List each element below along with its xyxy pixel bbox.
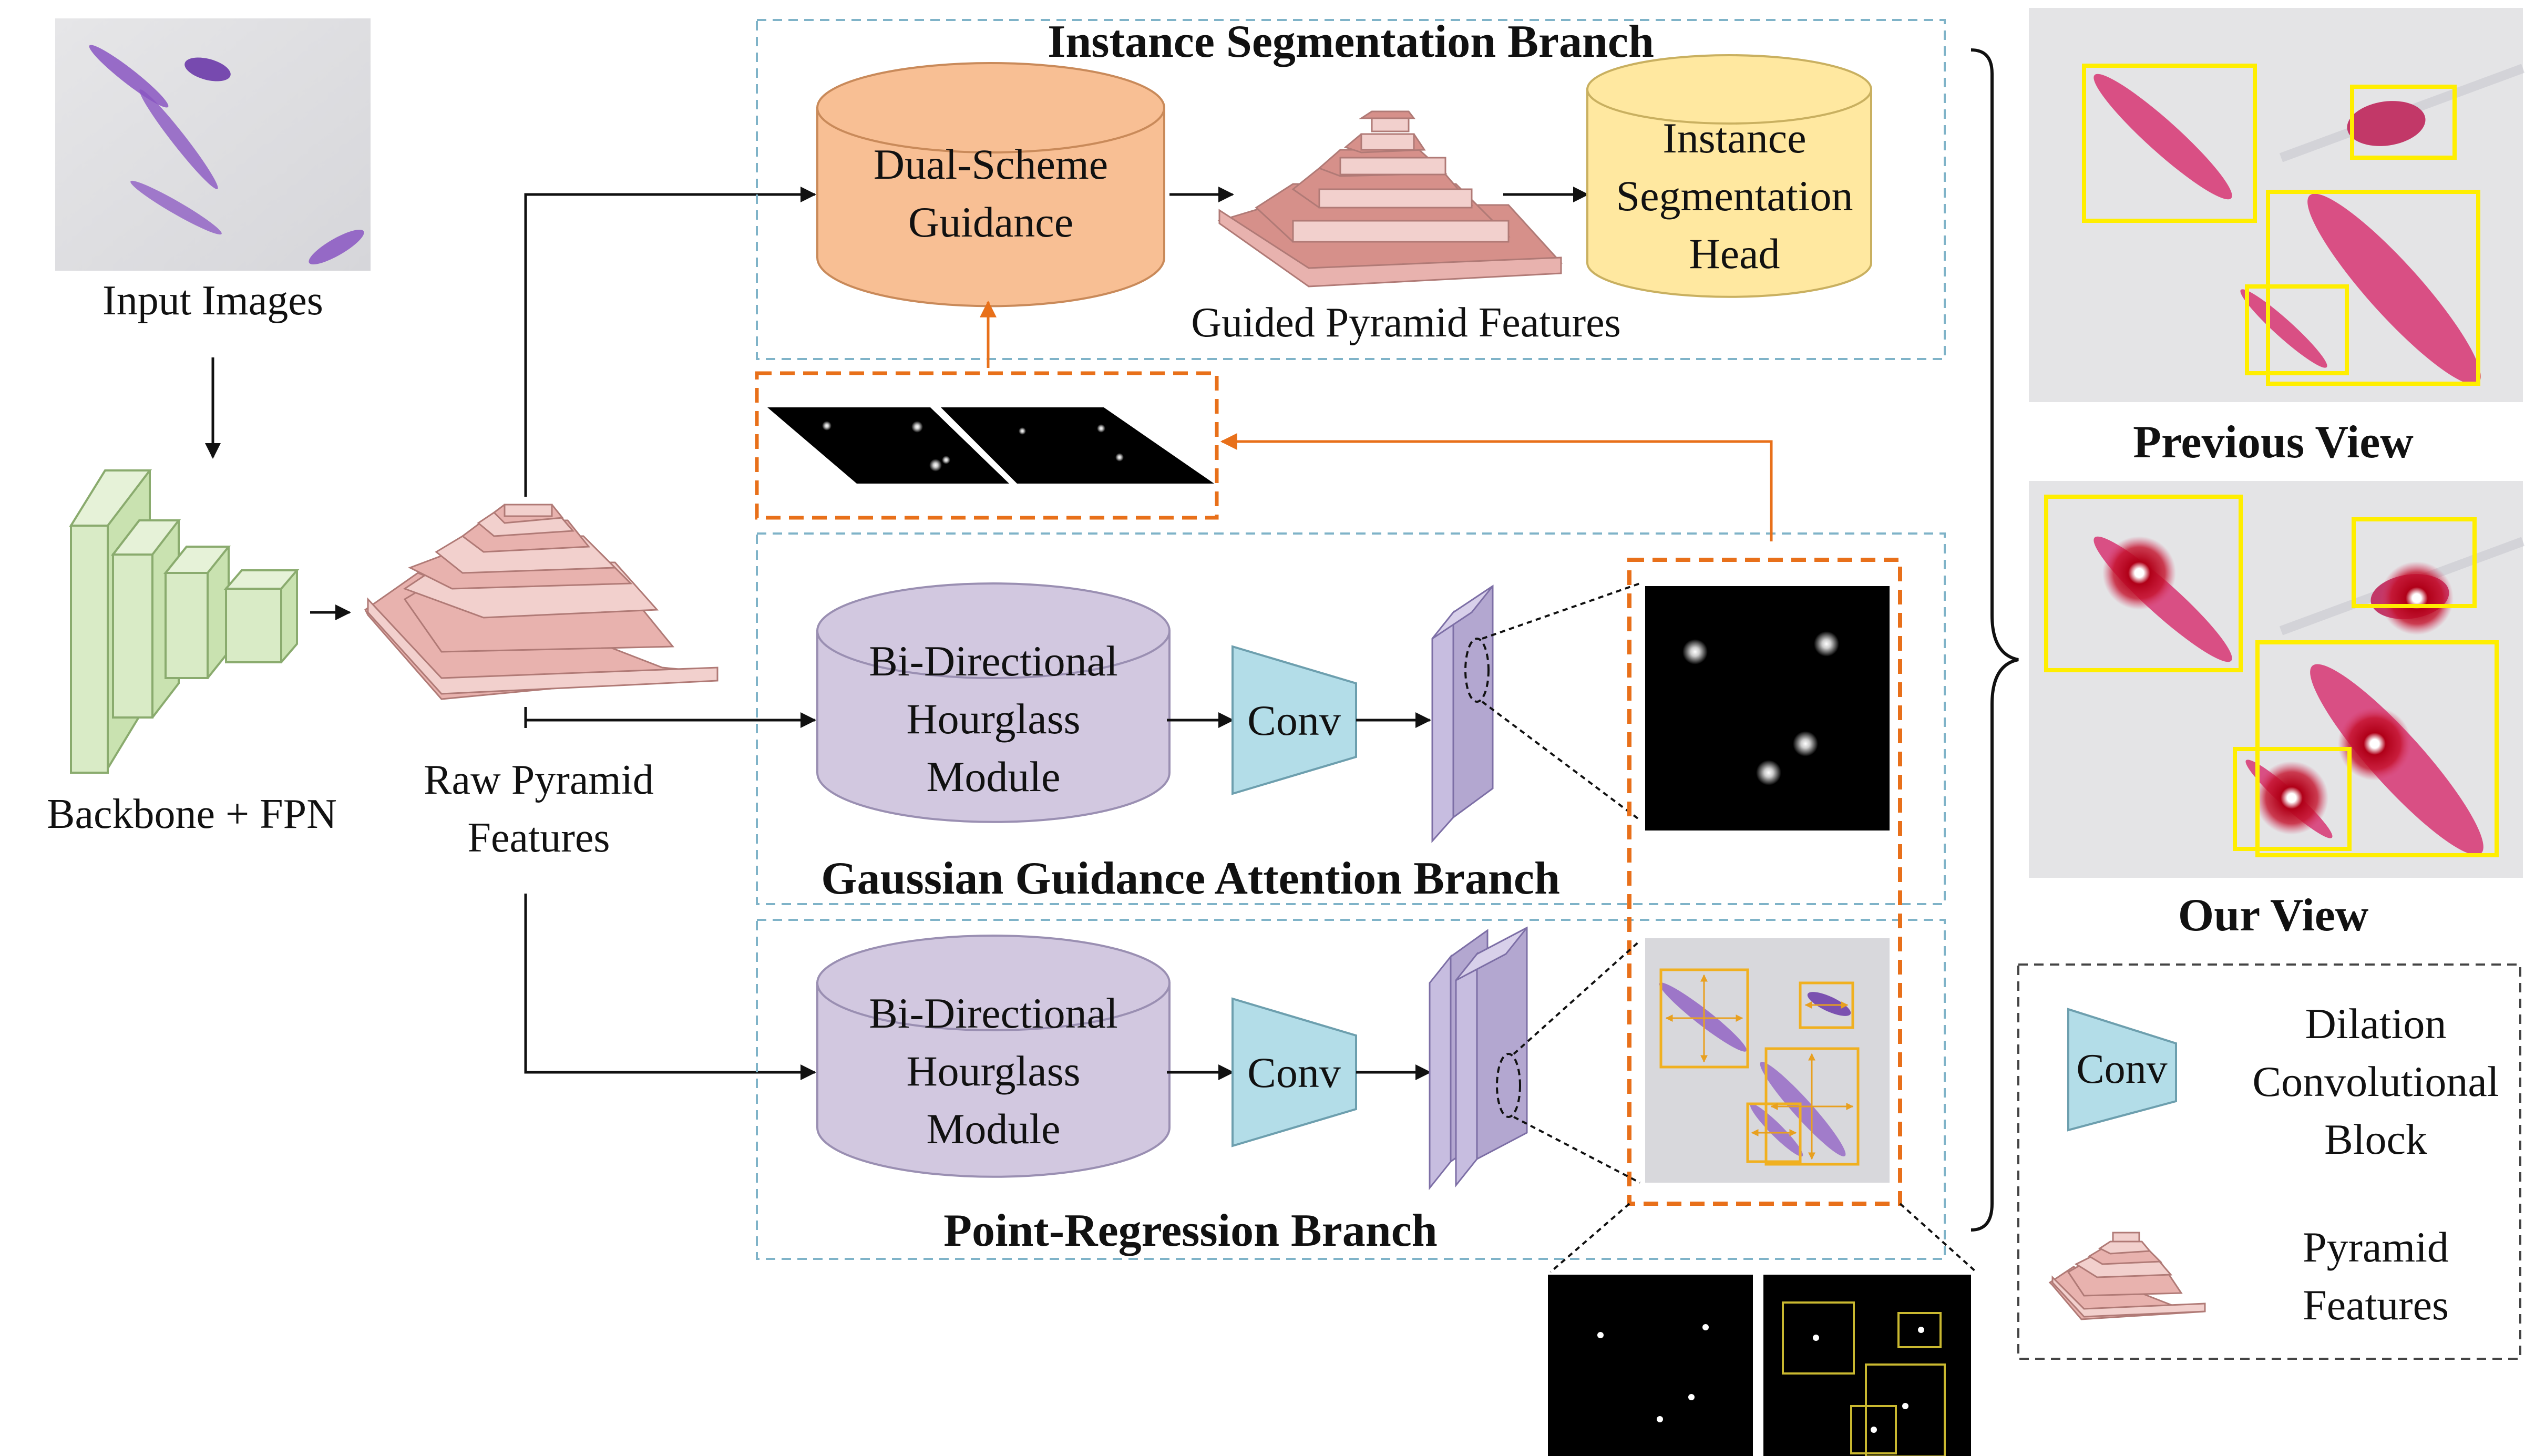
seg-head-label-1: Instance — [1662, 114, 1806, 162]
gaussian-branch-title: Gaussian Guidance Attention Branch — [821, 853, 1560, 904]
guided-pyramid-label: Guided Pyramid Features — [1191, 300, 1621, 346]
legend-pyramid-desc-2: Features — [2303, 1281, 2449, 1329]
previous-view-label: Previous View — [2133, 417, 2414, 468]
hourglass-gaussian-label-2: Hourglass — [906, 695, 1080, 743]
previous-view-image — [2029, 8, 2525, 402]
seg-head-label-3: Head — [1689, 230, 1780, 278]
legend-conv-icon — [2067, 1008, 2177, 1132]
zoom-line-bottom-b — [1899, 1203, 1977, 1273]
legend-box — [2017, 963, 2521, 1360]
our-view-image — [2029, 481, 2525, 878]
feature-map-point — [1429, 926, 1528, 1191]
hourglass-node-point — [816, 935, 1171, 1178]
instance-seg-branch-title: Instance Segmentation Branch — [1048, 16, 1654, 67]
point-regression-preview — [1645, 938, 1890, 1183]
hourglass-point-label-3: Module — [926, 1105, 1060, 1153]
guidance-maps-box — [755, 371, 1219, 520]
raw-pyramid-icon — [364, 504, 719, 700]
zoom-line-1a — [1482, 582, 1640, 640]
hourglass-point-label-1: Bi-Directional — [869, 989, 1118, 1037]
gaussian-branch-box — [756, 532, 1946, 905]
orange-feedback-line — [1220, 433, 1773, 541]
backbone-label: Backbone + FPN — [47, 791, 337, 837]
legend-conv-desc-2: Convolutional — [2252, 1058, 2499, 1105]
instance-seg-branch-box — [756, 19, 1946, 360]
raw-pyramid-label-1: Raw Pyramid — [424, 757, 654, 803]
legend-conv-desc-1: Dilation — [2305, 1000, 2447, 1048]
zoom-line-bottom-a — [1549, 1203, 1630, 1273]
right-brace — [1970, 48, 2019, 1232]
input-image — [55, 18, 371, 271]
hourglass-gaussian-label-1: Bi-Directional — [869, 637, 1118, 685]
input-images-label: Input Images — [102, 278, 323, 324]
box-map-output — [1763, 1275, 1971, 1456]
raw-pyramid-label-2: Features — [467, 815, 610, 861]
backbone-icon — [69, 469, 300, 774]
legend-pyramid-icon — [2048, 1232, 2206, 1320]
feature-map-gaussian — [1431, 585, 1494, 843]
receptive-field-ellipse-1 — [1464, 638, 1490, 703]
conv-block-2 — [1231, 997, 1357, 1147]
guided-pyramid-icon — [1217, 110, 1563, 288]
zoom-line-2a — [1513, 940, 1641, 1055]
pyramid-connectors — [524, 187, 816, 1080]
guidance-maps-pair — [767, 407, 1214, 484]
zoom-line-1b — [1481, 701, 1641, 821]
legend-conv-desc-3: Block — [2324, 1115, 2427, 1163]
instance-seg-head-node — [1586, 54, 1872, 298]
seg-head-label-2: Segmentation — [1616, 172, 1853, 220]
conv-block-1 — [1231, 645, 1357, 795]
zoom-line-2b — [1513, 1116, 1640, 1184]
point-regression-branch-title: Point-Regression Branch — [943, 1205, 1437, 1256]
conv-2-label: Conv — [1247, 1049, 1341, 1096]
conv-1-label: Conv — [1247, 696, 1341, 744]
point-regression-branch-box — [756, 919, 1946, 1260]
point-map-output — [1548, 1275, 1753, 1456]
legend-pyramid-desc-1: Pyramid — [2303, 1223, 2449, 1271]
hourglass-node-gaussian — [816, 582, 1171, 823]
dual-scheme-label-1: Dual-Scheme — [874, 140, 1108, 188]
dual-scheme-label-2: Guidance — [908, 198, 1073, 246]
outputs-highlight-box — [1627, 558, 1902, 1206]
legend-conv-icon-label: Conv — [2076, 1046, 2167, 1092]
hourglass-point-label-2: Hourglass — [906, 1047, 1080, 1095]
our-view-label: Our View — [2178, 890, 2369, 941]
receptive-field-ellipse-2 — [1496, 1053, 1521, 1118]
gaussian-heatmap — [1645, 586, 1890, 830]
hourglass-gaussian-label-3: Module — [926, 753, 1060, 801]
dual-scheme-guidance-node — [816, 62, 1165, 307]
